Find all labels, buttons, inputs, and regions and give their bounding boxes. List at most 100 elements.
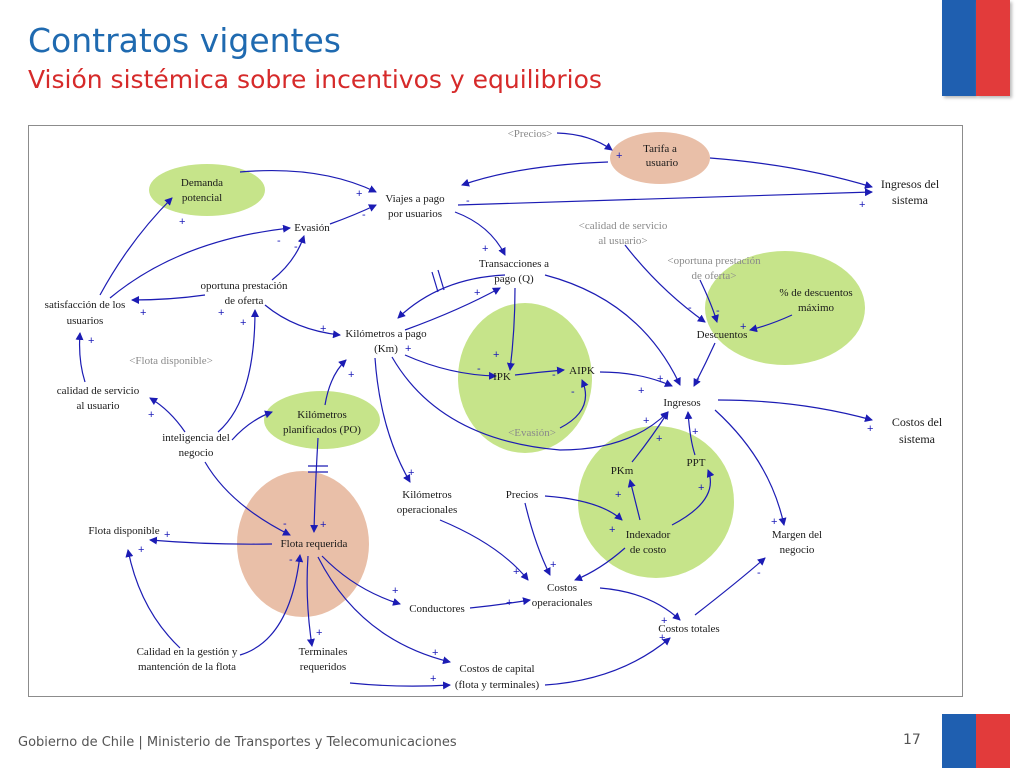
- arrow-tarifa-viajes: [461, 161, 609, 187]
- svg-text:+: +: [88, 335, 94, 347]
- arrow-tarifa-ingresos-sistema: [709, 157, 873, 189]
- arrow-viajes-ingresos-sistema: [457, 188, 873, 206]
- diagram-frame: [28, 125, 963, 697]
- label-km-pago-2: (Km): [374, 343, 398, 355]
- label-precios: Precios: [506, 489, 538, 501]
- svg-text:+: +: [320, 519, 326, 531]
- svg-text:-: -: [571, 386, 575, 398]
- label-inteligencia-2: negocio: [179, 447, 214, 459]
- svg-text:+: +: [513, 566, 519, 578]
- svg-text:+: +: [432, 647, 438, 659]
- svg-text:-: -: [277, 235, 281, 247]
- svg-text:+: +: [348, 369, 354, 381]
- arrow-km-pago-km-oper: [374, 357, 411, 483]
- label-conductores: Conductores: [409, 603, 465, 615]
- arrow-precios-costos-oper: [524, 502, 551, 576]
- label-ppt: PPT: [687, 457, 706, 469]
- label-flota-disp: Flota disponible: [88, 525, 159, 537]
- label-tarifa-2: usuario: [646, 157, 679, 169]
- svg-text:-: -: [294, 241, 298, 253]
- svg-text:+: +: [659, 632, 665, 644]
- label-descuentos-max-2: máximo: [798, 302, 835, 314]
- arrow-km-plan-flota-req: [310, 437, 319, 533]
- svg-text:+: +: [550, 559, 556, 571]
- svg-text:+: +: [140, 307, 146, 319]
- svg-text:+: +: [148, 409, 154, 421]
- footer-text: Gobierno de Chile | Ministerio de Transp…: [18, 735, 457, 750]
- label-km-plan-1: Kilómetros: [297, 409, 347, 421]
- arrow-evasion-viajes: [329, 204, 377, 225]
- delay-mark-1a: [431, 271, 439, 293]
- bubble-descuentos: [705, 251, 865, 365]
- svg-text:+: +: [240, 317, 246, 329]
- label-km-plan-2: planificados (PO): [283, 424, 361, 436]
- svg-text:-: -: [716, 305, 720, 317]
- svg-text:-: -: [696, 373, 700, 385]
- bubble-tarifa: [610, 132, 710, 184]
- label-descuentos: Descuentos: [697, 329, 748, 341]
- label-pkm: PKm: [611, 465, 634, 477]
- page-title: Contratos vigentes: [28, 21, 341, 60]
- svg-text:+: +: [656, 433, 662, 445]
- label-ingresos-sistema-1: Ingresos del: [881, 177, 940, 191]
- label-margen-2: negocio: [780, 544, 815, 556]
- arrow-oportuna-km-pago: [264, 304, 341, 339]
- svg-text:+: +: [643, 415, 649, 427]
- label-evasion-shadow: <Evasión>: [508, 427, 556, 439]
- svg-text:-: -: [477, 363, 481, 375]
- label-viajes-1: Viajes a pago: [385, 193, 445, 205]
- label-evasion: Evasión: [294, 222, 330, 234]
- svg-text:+: +: [164, 529, 170, 541]
- label-costos-capital-1: Costos de capital: [459, 663, 534, 675]
- svg-text:+: +: [430, 673, 436, 685]
- label-demanda-2: potencial: [182, 192, 222, 204]
- arrow-indexador-pkm: [627, 479, 641, 521]
- arrow-ingresos-margen: [714, 409, 787, 526]
- label-oportuna-2: de oferta: [225, 295, 264, 307]
- svg-text:+: +: [661, 615, 667, 627]
- label-km-pago-1: Kilómetros a pago: [345, 328, 427, 340]
- arrow-km-plan-km-pago: [324, 359, 347, 406]
- arrow-terminales-costos-capital: [349, 681, 451, 690]
- svg-text:+: +: [657, 373, 663, 385]
- label-aipk: AIPK: [569, 365, 595, 377]
- svg-text:+: +: [474, 287, 480, 299]
- arrow-oportuna-shadow-descuentos: [699, 279, 719, 323]
- label-km-oper-2: operacionales: [397, 504, 457, 516]
- label-demanda-1: Demanda: [181, 177, 223, 189]
- svg-text:+: +: [408, 467, 414, 479]
- arrow-flota-req-flota-disp: [149, 536, 273, 545]
- label-oportuna-1: oportuna prestación: [200, 280, 288, 292]
- label-calidad-shadow-1: <calidad de servicio: [579, 220, 668, 232]
- svg-text:+: +: [482, 243, 488, 255]
- svg-text:+: +: [179, 216, 185, 228]
- svg-text:+: +: [609, 524, 615, 536]
- arrow-indexador-ppt: [671, 469, 715, 526]
- svg-text:-: -: [757, 567, 761, 579]
- arrow-costos-oper-costos-totales: [599, 587, 681, 621]
- bubble-flota: [237, 471, 369, 617]
- label-margen-1: Margen del: [772, 529, 822, 541]
- bubble-demanda: [149, 164, 265, 216]
- svg-text:+: +: [316, 627, 322, 639]
- svg-text:-: -: [552, 369, 556, 381]
- delay-mark-1b: [437, 269, 445, 291]
- arrow-conductores-costos-oper: [469, 597, 531, 609]
- page-number: 17: [903, 732, 921, 748]
- label-satisfaccion-1: satisfacción de los: [45, 299, 126, 311]
- label-descuentos-max-1: % de descuentos: [779, 287, 852, 299]
- svg-text:+: +: [138, 544, 144, 556]
- arrow-pkm-ingresos: [631, 411, 669, 463]
- svg-text:+: +: [638, 385, 644, 397]
- label-calidad-gestion-1: Calidad en la gestión y: [137, 646, 238, 658]
- arrow-km-pago-ingresos: [391, 356, 669, 451]
- svg-text:+: +: [616, 150, 622, 162]
- arrow-precios-indexador: [544, 495, 623, 521]
- label-costos-oper-1: Costos: [547, 582, 577, 594]
- arrow-ipk-aipk: [514, 366, 565, 376]
- svg-text:+: +: [218, 307, 224, 319]
- bubble-km-plan: [264, 391, 380, 449]
- arrow-precios-tarifa: [556, 132, 613, 151]
- label-km-oper-1: Kilómetros: [402, 489, 452, 501]
- arrow-oportuna-evasion: [271, 235, 306, 281]
